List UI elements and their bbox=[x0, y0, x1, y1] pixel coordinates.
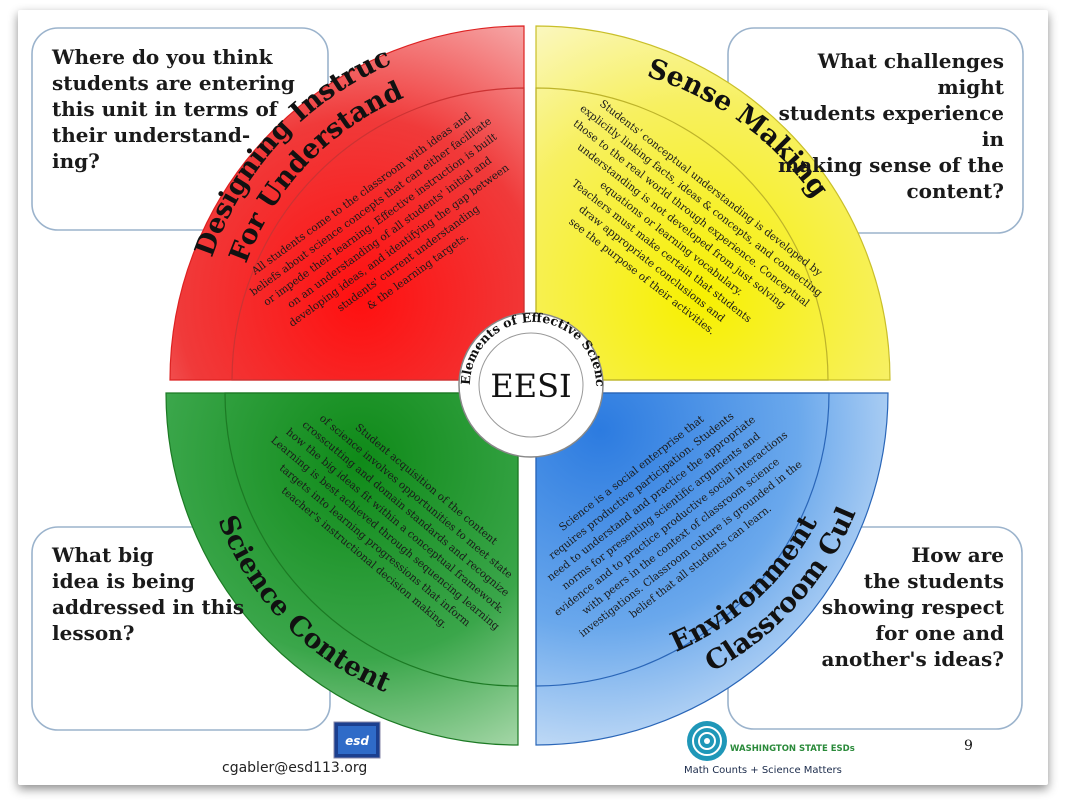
question-line: students are entering bbox=[52, 71, 295, 95]
question-line: lesson? bbox=[52, 621, 135, 645]
question-line: their understand- bbox=[52, 123, 251, 147]
question-line: How are bbox=[911, 543, 1004, 567]
quadrant-sense-making bbox=[535, 25, 891, 381]
question-line: showing respect bbox=[821, 595, 1004, 619]
esd-logo-text: esd bbox=[345, 734, 369, 748]
page-number: 9 bbox=[964, 738, 973, 754]
question-line: students experience in bbox=[778, 101, 1004, 151]
footer-email: cgabler@esd113.org bbox=[222, 760, 368, 776]
question-bottom-right: How are the students showing respect for… bbox=[800, 542, 1004, 672]
question-line: ing? bbox=[52, 149, 100, 173]
quadrant-science-content bbox=[165, 392, 519, 746]
wa-esd-tagline: Math Counts + Science Matters bbox=[684, 765, 842, 776]
question-top-right: What challenges might students experienc… bbox=[760, 48, 1004, 204]
question-line: the students bbox=[863, 569, 1004, 593]
question-line: What challenges might bbox=[817, 49, 1004, 99]
wa-esd-org-name: WASHINGTON STATE ESDs bbox=[730, 744, 855, 754]
question-bottom-left: What big idea is being addressed in this… bbox=[52, 542, 244, 646]
question-line: making sense of the bbox=[778, 153, 1004, 177]
question-top-left: Where do you think students are entering… bbox=[52, 44, 295, 174]
question-line: What big bbox=[52, 543, 154, 567]
esd-logo: esd bbox=[333, 721, 381, 759]
question-line: this unit in terms of bbox=[52, 97, 278, 121]
quadrant-designing-instruction bbox=[169, 25, 525, 381]
question-line: for one and bbox=[875, 621, 1005, 645]
wa-esd-logo: WASHINGTON STATE ESDs Math Counts + Scie… bbox=[684, 721, 855, 776]
center-label: EESI bbox=[490, 367, 571, 405]
question-line: content? bbox=[906, 179, 1004, 203]
quadrant-classroom-culture bbox=[535, 392, 889, 746]
question-line: idea is being bbox=[52, 569, 195, 593]
question-line: another's ideas? bbox=[821, 647, 1004, 671]
question-line: addressed in this bbox=[52, 595, 245, 619]
question-line: Where do you think bbox=[52, 45, 273, 69]
